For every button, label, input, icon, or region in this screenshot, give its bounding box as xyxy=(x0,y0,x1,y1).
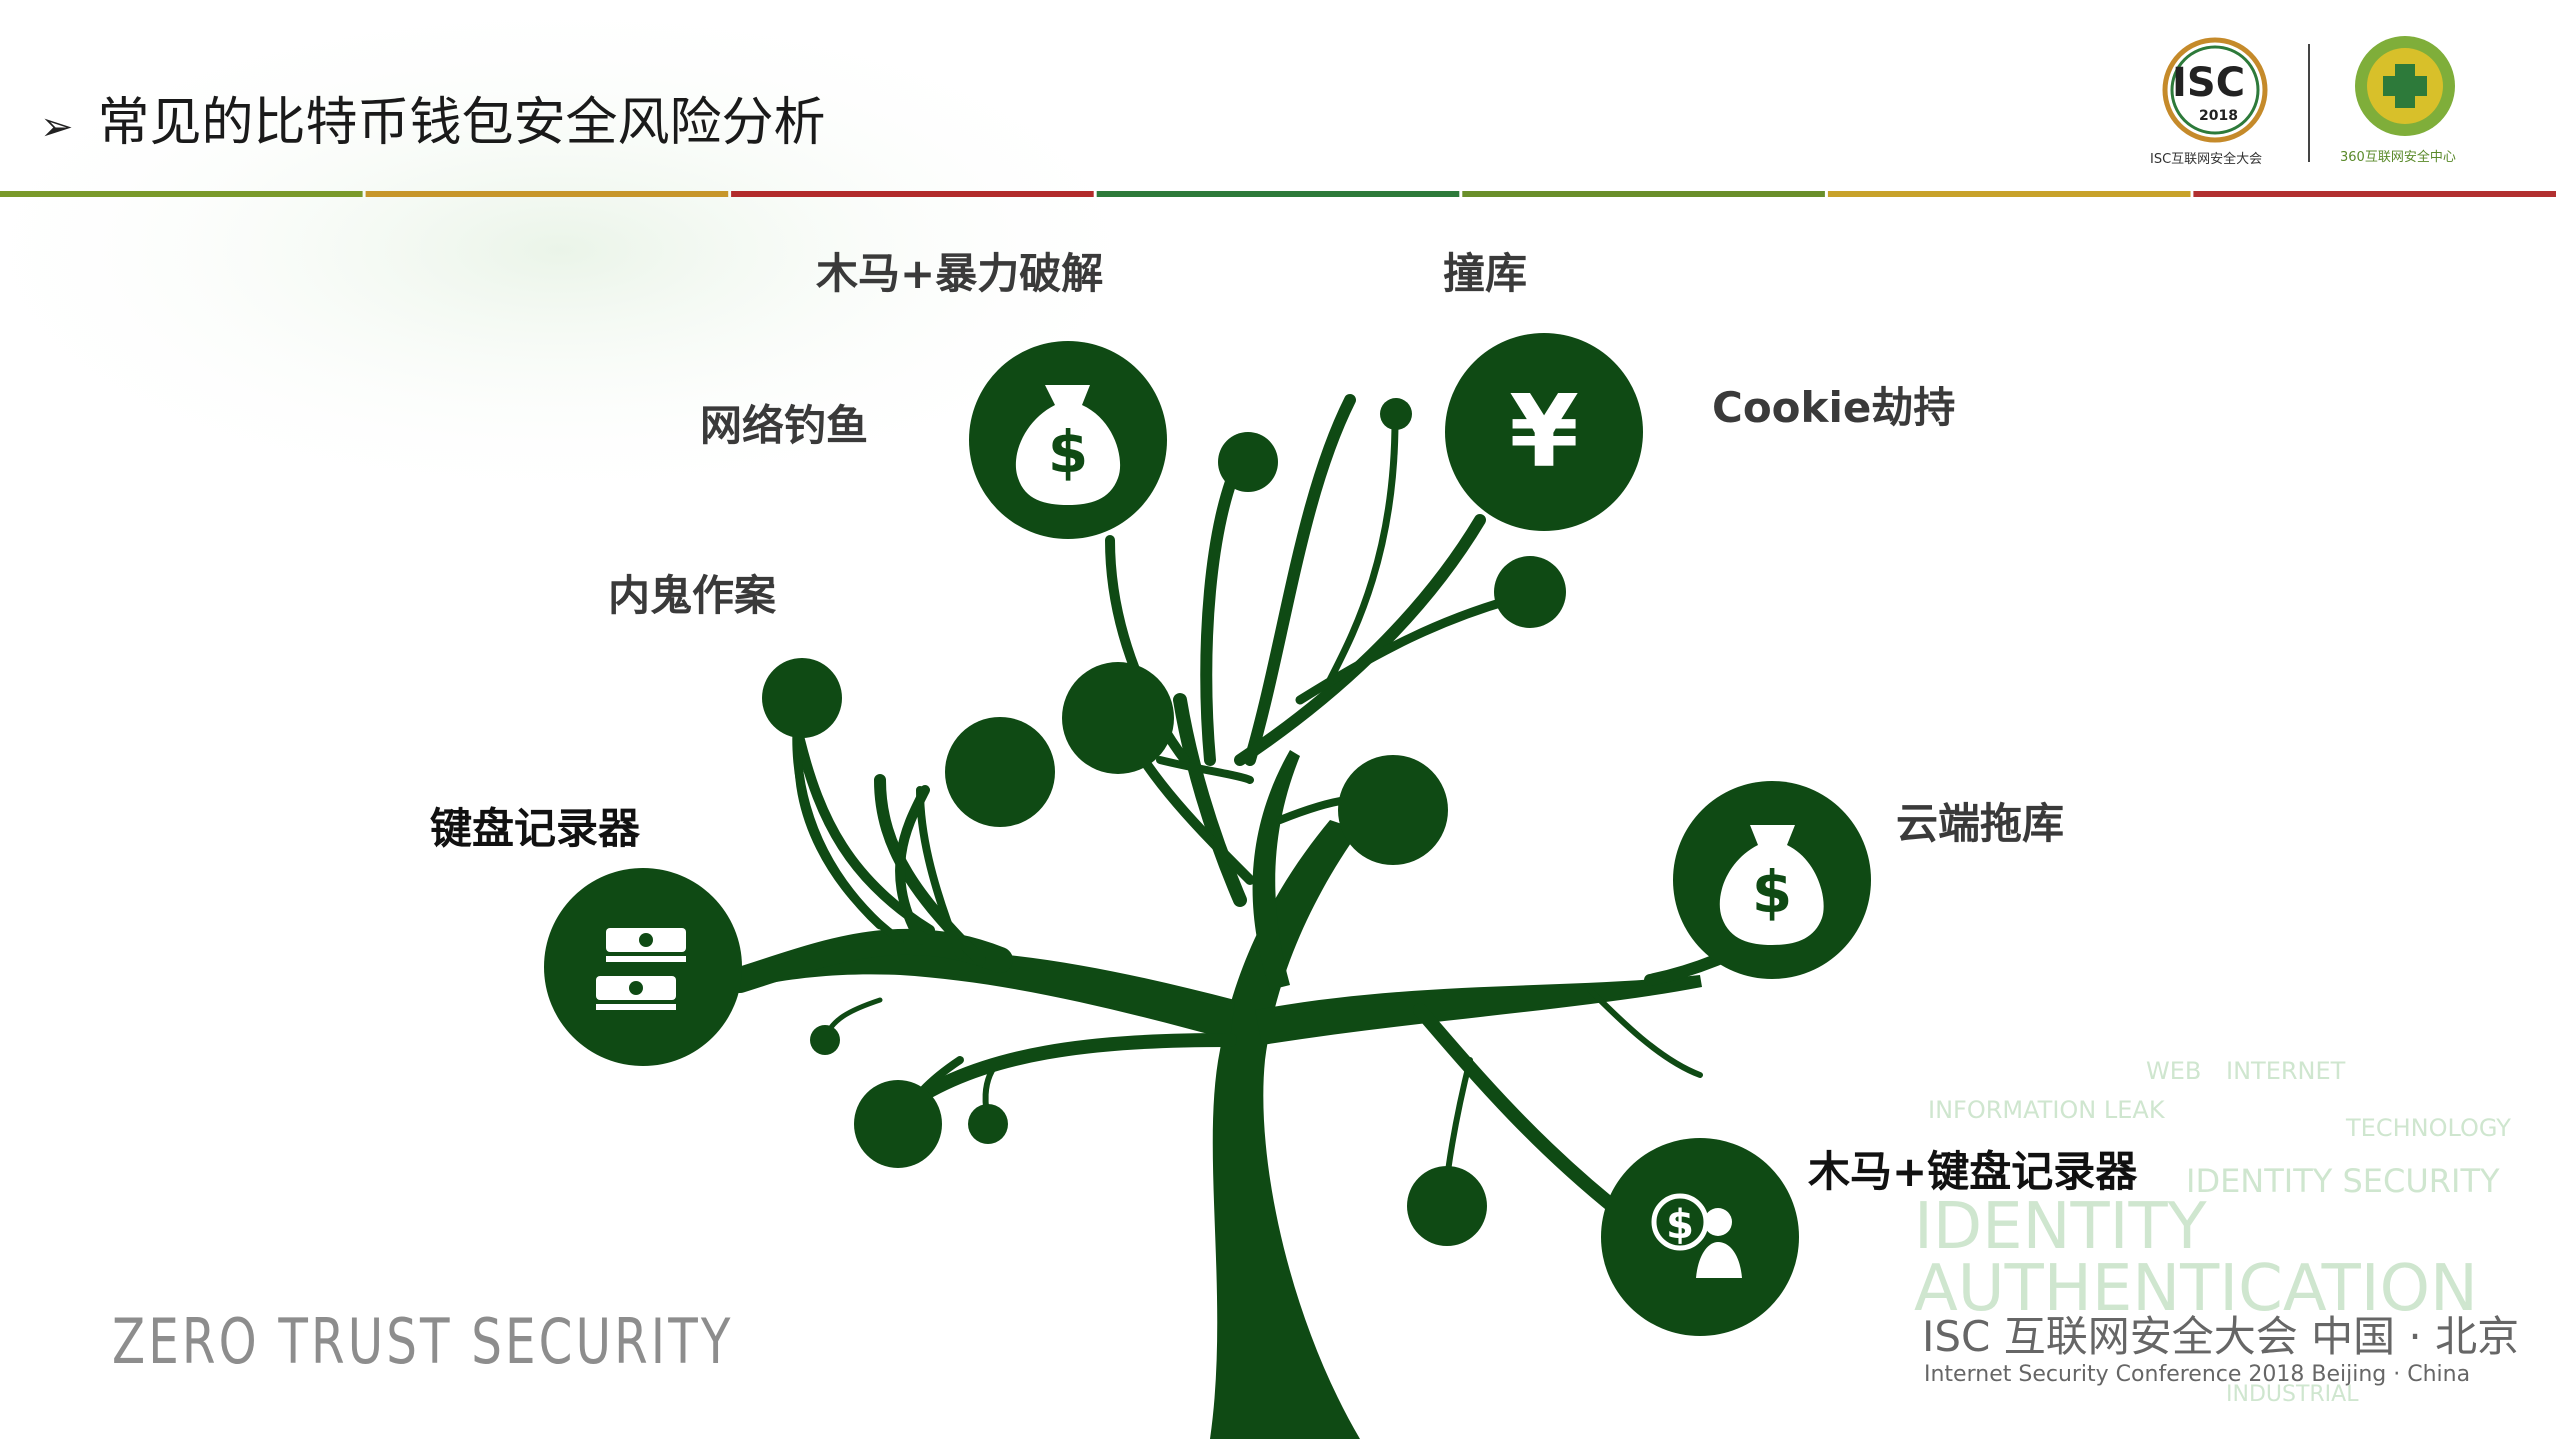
svg-text:¥: ¥ xyxy=(1509,373,1579,490)
header-divider xyxy=(0,191,2556,197)
isc-logo-caption: ISC互联网安全大会 xyxy=(2150,152,2263,167)
logo-separator xyxy=(2308,44,2310,162)
360-logo xyxy=(2355,36,2455,136)
divider-segment xyxy=(0,191,363,197)
page-title: ➢ 常见的比特币钱包安全风险分析 xyxy=(40,88,826,162)
watermark-internet: INTERNET xyxy=(2226,1057,2346,1085)
bubble-cash-stack xyxy=(544,868,742,1066)
bubble-dollar-person: $ xyxy=(1601,1138,1799,1336)
divider-segment xyxy=(1827,191,2191,197)
label-trojan-keylogger: 木马+键盘记录器 xyxy=(1808,1147,2138,1196)
isc-logo-year: 2018 xyxy=(2199,108,2238,124)
svg-text:$: $ xyxy=(1666,1202,1694,1248)
watermark-identity-security: IDENTITY SECURITY xyxy=(2186,1162,2500,1200)
bubble-money-bag-right: $ xyxy=(1673,781,1871,979)
watermark-glow xyxy=(0,0,1180,510)
label-trojan-bruteforce: 木马+暴力破解 xyxy=(816,249,1104,298)
watermark-authentication: AUTHENTICATION xyxy=(1914,1252,2478,1326)
bubble-money-bag-top: $ xyxy=(969,341,1167,539)
bubble-yen: ¥ xyxy=(1445,333,1643,531)
label-insider: 内鬼作案 xyxy=(608,571,777,620)
watermark-technology: TECHNOLOGY xyxy=(2346,1114,2511,1142)
center-logo-caption: 360互联网安全中心 xyxy=(2340,150,2456,165)
isc-logo xyxy=(2162,37,2268,143)
isc-conference-cn: ISC 互联网安全大会 中国 · 北京 xyxy=(1922,1312,2520,1361)
label-cloud-dump: 云端拖库 xyxy=(1896,799,2065,848)
svg-text:$: $ xyxy=(1752,858,1792,926)
divider-segment xyxy=(731,191,1094,197)
divider-segment xyxy=(2193,191,2556,197)
isc-logo-text: ISC xyxy=(2172,60,2246,106)
label-keylogger: 键盘记录器 xyxy=(430,804,641,853)
divider-segment xyxy=(1096,191,1460,197)
label-credential-stuffing: 撞库 xyxy=(1443,249,1528,298)
label-cookie-hijack: Cookie劫持 xyxy=(1712,383,1956,432)
watermark-info-leak: INFORMATION LEAK xyxy=(1928,1096,2165,1124)
bullet-arrow-icon: ➢ xyxy=(40,104,74,150)
zero-trust-security-text: ZERO TRUST SECURITY xyxy=(112,1305,734,1378)
isc-conference-en: Internet Security Conference 2018 Beijin… xyxy=(1924,1362,2471,1387)
watermark-identity: IDENTITY xyxy=(1914,1190,2207,1264)
watermark-industrial: INDUSTRIAL xyxy=(2226,1382,2359,1407)
svg-text:$: $ xyxy=(1048,418,1088,486)
watermark-web: WEB xyxy=(2146,1057,2202,1085)
label-phishing: 网络钓鱼 xyxy=(700,401,869,450)
divider-segment xyxy=(1462,191,1825,197)
tree-dots xyxy=(762,398,1566,1246)
page-title-text: 常见的比特币钱包安全风险分析 xyxy=(97,93,826,153)
divider-segment xyxy=(365,191,729,197)
